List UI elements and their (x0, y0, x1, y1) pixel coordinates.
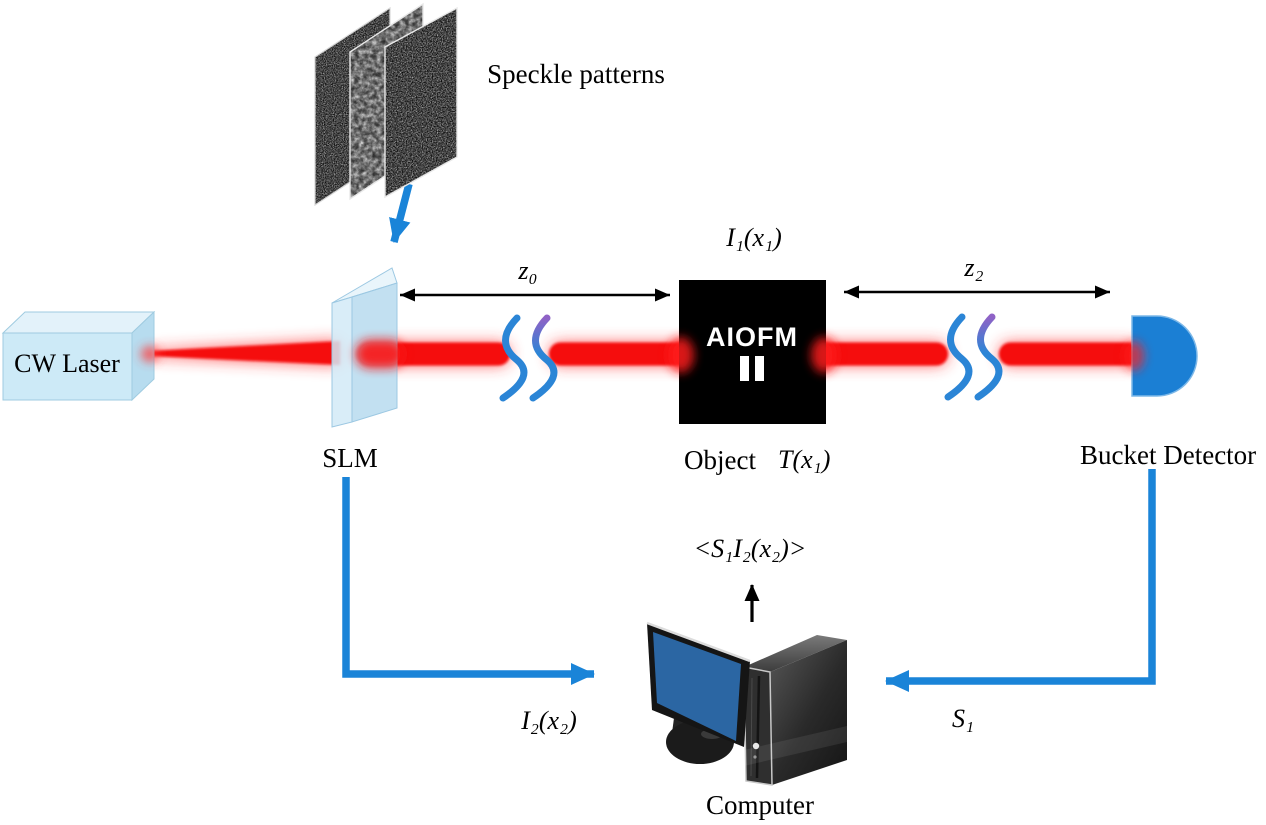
cw-laser-box (1, 310, 159, 402)
z2-distance-label: z₂ (964, 253, 984, 282)
slm-label: SLM (322, 443, 378, 473)
speckle-pattern-sheets (314, 2, 458, 207)
computer-tower (743, 635, 847, 786)
speckle-patterns-label: Speckle patterns (487, 59, 665, 89)
bucket-detector-label: Bucket Detector (1080, 440, 1257, 470)
object-bar-left (740, 356, 749, 381)
laser-beam (148, 340, 1140, 366)
object-plate (668, 280, 837, 424)
computer-label: Computer (706, 790, 814, 820)
object-face-text: AIOFM (706, 322, 798, 352)
s1-signal-label: S₁ (951, 704, 975, 733)
i2-signal-label: I₂(x₂) (521, 706, 577, 735)
correlation-label: <S₁I₂(x₂)> (693, 534, 807, 563)
speckle-to-slm-arrow (389, 183, 413, 243)
transmittance-label: T(x₁) (778, 445, 831, 474)
z0-distance-label: z₀ (518, 256, 538, 285)
object-label: Object (684, 445, 756, 475)
computer-monitor (646, 621, 751, 747)
detector-to-computer-arrow (885, 469, 1156, 692)
cw-laser-label: CW Laser (14, 349, 120, 378)
bucket-detector-shape (1124, 315, 1198, 397)
i1-intensity-label: I₁(x₁) (726, 223, 782, 252)
slm-to-computer-arrow (342, 477, 595, 685)
object-bar-right (755, 356, 764, 381)
slm-plate (331, 267, 404, 428)
computer-graphic (646, 621, 847, 786)
